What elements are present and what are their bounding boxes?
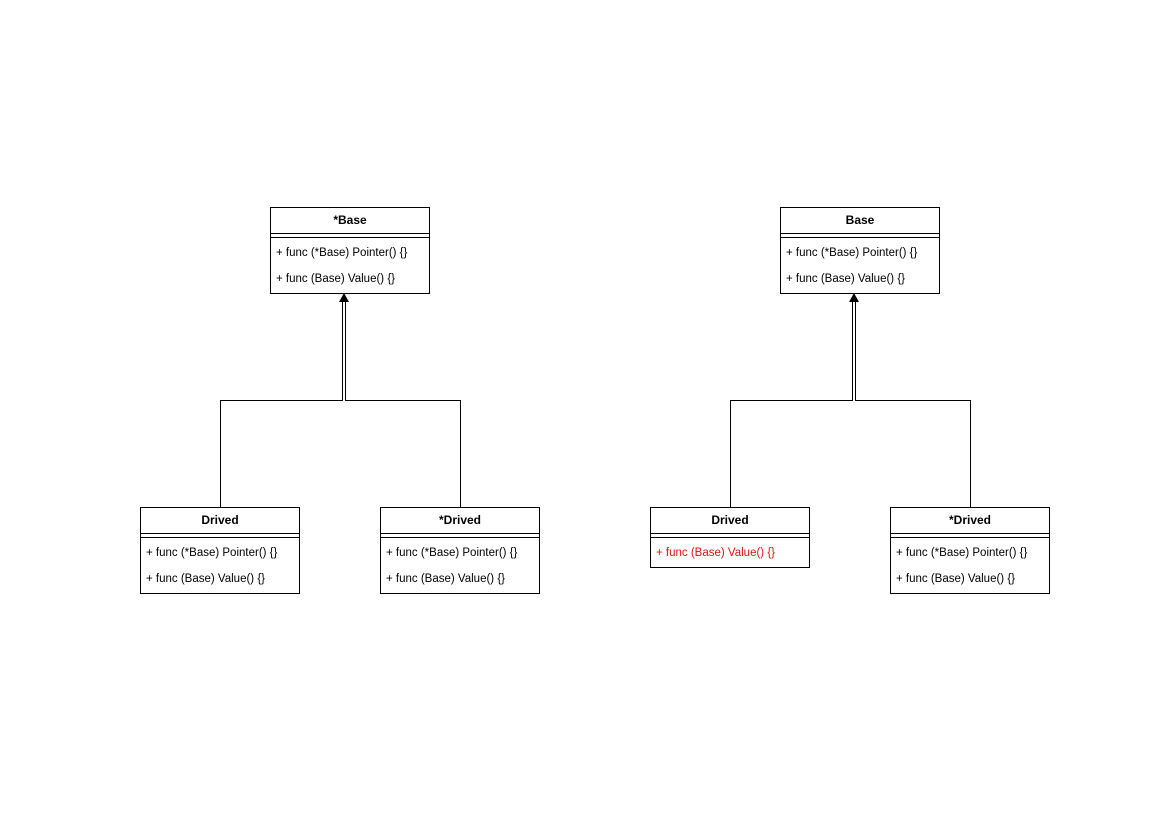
class-pointer-drived[interactable]: *Drived + func (*Base) Pointer() {} + fu… <box>890 507 1050 594</box>
attributes-compartment <box>891 533 1049 538</box>
attributes-compartment <box>271 233 429 238</box>
method-pointer: + func (*Base) Pointer() {} <box>386 547 518 559</box>
attributes-compartment <box>651 533 809 538</box>
methods-compartment: + func (*Base) Pointer() {} + func (Base… <box>891 538 1049 593</box>
methods-compartment: + func (*Base) Pointer() {} + func (Base… <box>271 238 429 293</box>
inheritance-edges-diagram-2 <box>730 293 971 507</box>
method-value: + func (Base) Value() {} <box>386 573 506 585</box>
attributes-compartment <box>381 533 539 538</box>
method-pointer: + func (*Base) Pointer() {} <box>146 547 278 559</box>
attributes-compartment <box>781 233 939 238</box>
method-pointer: + func (*Base) Pointer() {} <box>786 247 918 259</box>
method-pointer: + func (*Base) Pointer() {} <box>276 247 408 259</box>
class-name: *Drived <box>948 513 992 527</box>
class-name: *Drived <box>438 513 482 527</box>
class-name: Drived <box>711 513 749 527</box>
methods-compartment: + func (*Base) Pointer() {} + func (Base… <box>141 538 299 593</box>
class-base[interactable]: Base + func (*Base) Pointer() {} + func … <box>780 207 940 294</box>
methods-compartment: + func (Base) Value() {} <box>651 538 809 567</box>
method-value: + func (Base) Value() {} <box>786 273 906 285</box>
class-pointer-base[interactable]: *Base + func (*Base) Pointer() {} + func… <box>270 207 430 294</box>
inheritance-line-left-child <box>220 301 343 507</box>
methods-compartment: + func (*Base) Pointer() {} + func (Base… <box>381 538 539 593</box>
method-value: + func (Base) Value() {} <box>896 573 1016 585</box>
class-name: Drived <box>201 513 239 527</box>
class-name: *Base <box>333 213 367 227</box>
inheritance-arrowhead <box>849 293 859 302</box>
inheritance-arrowhead <box>339 293 349 302</box>
class-drived[interactable]: Drived + func (*Base) Pointer() {} + fun… <box>140 507 300 594</box>
inheritance-line-right-child <box>855 301 971 507</box>
class-name: Base <box>845 213 875 227</box>
inheritance-line-right-child <box>345 301 461 507</box>
inheritance-line-left-child <box>730 301 853 507</box>
inheritance-edges-diagram-1 <box>220 293 461 507</box>
attributes-compartment <box>141 533 299 538</box>
method-value: + func (Base) Value() {} <box>276 273 396 285</box>
class-drived[interactable]: Drived + func (Base) Value() {} <box>650 507 810 568</box>
method-pointer: + func (*Base) Pointer() {} <box>896 547 1028 559</box>
method-value-highlighted: + func (Base) Value() {} <box>656 547 776 559</box>
class-pointer-drived[interactable]: *Drived + func (*Base) Pointer() {} + fu… <box>380 507 540 594</box>
method-value: + func (Base) Value() {} <box>146 573 266 585</box>
methods-compartment: + func (*Base) Pointer() {} + func (Base… <box>781 238 939 293</box>
